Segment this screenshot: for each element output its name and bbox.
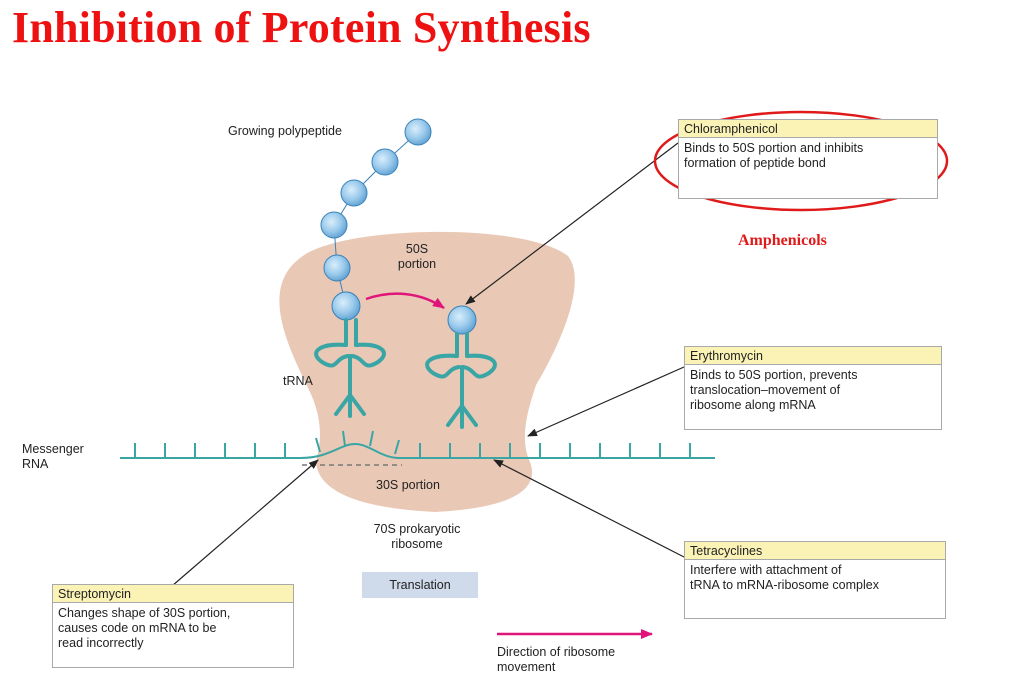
ribosome-label-line2: ribosome <box>391 537 443 551</box>
streptomycin-line3: read incorrectly <box>58 636 144 650</box>
thirty-s-label: 30S portion <box>376 478 440 492</box>
amphenicols-label: Amphenicols <box>738 232 827 249</box>
erythromycin-description: Binds to 50S portion, prevents transloca… <box>685 365 941 417</box>
direction-legend: Direction of ribosome movement <box>497 645 615 675</box>
tetracyclines-line1: Interfere with attachment of <box>690 563 842 577</box>
streptomycin-name: Streptomycin <box>53 585 293 603</box>
ribosome-label-line1: 70S prokaryotic <box>373 522 461 536</box>
messenger-rna-line2: RNA <box>22 457 49 471</box>
tetracyclines-box: Tetracyclines Interfere with attachment … <box>684 541 946 619</box>
erythromycin-line2: translocation–movement of <box>690 383 841 397</box>
tetracyclines-name: Tetracyclines <box>685 542 945 560</box>
growing-polypeptide-label: Growing polypeptide <box>228 124 342 138</box>
trna-right <box>425 332 497 429</box>
fifty-s-label-line2: portion <box>397 257 437 271</box>
streptomycin-box: Streptomycin Changes shape of 30S portio… <box>52 584 294 668</box>
highlight-ellipse <box>653 110 949 212</box>
page-title: Inhibition of Protein Synthesis <box>12 3 591 52</box>
erythromycin-name: Erythromycin <box>685 347 941 365</box>
chloramphenicol-line1: Binds to 50S portion and inhibits <box>684 141 864 155</box>
streptomycin-line2: causes code on mRNA to be <box>58 621 217 635</box>
tetracyclines-line2: tRNA to mRNA-ribosome complex <box>690 578 879 592</box>
erythromycin-line3: ribosome along mRNA <box>690 398 816 412</box>
transfer-arrow <box>365 292 445 310</box>
ribosome-label: 70S prokaryotic ribosome <box>352 522 482 552</box>
chloramphenicol-box: Chloramphenicol Binds to 50S portion and… <box>678 119 938 199</box>
fifty-s-label-line1: 50S <box>405 242 429 256</box>
translation-badge: Translation <box>362 572 478 598</box>
streptomycin-line1: Changes shape of 30S portion, <box>58 606 231 620</box>
tetracyclines-description: Interfere with attachment of tRNA to mRN… <box>685 560 945 597</box>
chloramphenicol-description: Binds to 50S portion and inhibits format… <box>679 138 937 175</box>
polypeptide-chain <box>320 118 477 335</box>
erythromycin-box: Erythromycin Binds to 50S portion, preve… <box>684 346 942 430</box>
direction-legend-line1: Direction of ribosome <box>497 645 616 659</box>
chloramphenicol-name: Chloramphenicol <box>679 120 937 138</box>
ribosome-70s <box>279 231 575 512</box>
trna-left <box>314 318 386 418</box>
pointer-lines <box>171 142 685 587</box>
messenger-rna-line1: Messenger <box>22 442 84 456</box>
trna-label: tRNA <box>283 374 313 388</box>
direction-legend-line2: movement <box>497 660 556 674</box>
erythromycin-line1: Binds to 50S portion, prevents <box>690 368 858 382</box>
mrna-strand <box>120 430 715 459</box>
fifty-s-label: 50S portion <box>392 242 442 272</box>
chloramphenicol-line2: formation of peptide bond <box>684 156 826 170</box>
streptomycin-description: Changes shape of 30S portion, causes cod… <box>53 603 293 655</box>
messenger-rna-label: Messenger RNA <box>22 442 84 472</box>
